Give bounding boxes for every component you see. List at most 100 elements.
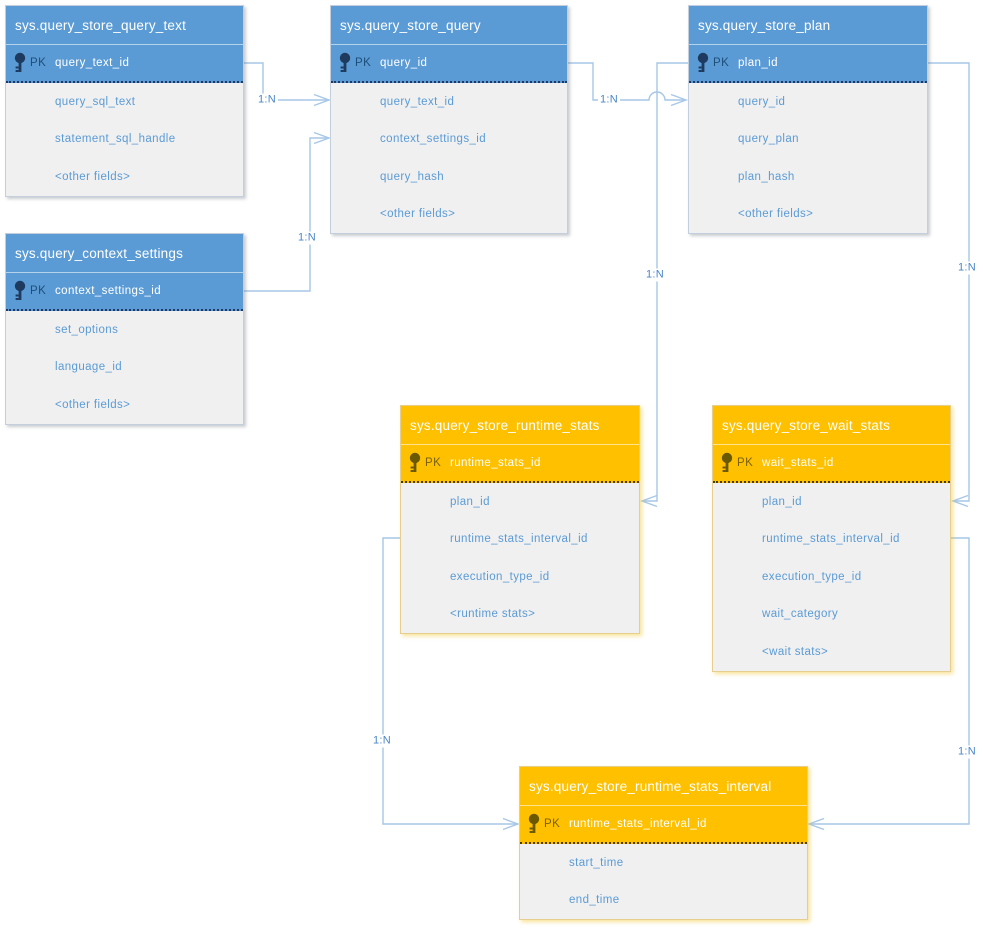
field-row: <other fields> [6, 386, 243, 424]
field-row: <other fields> [331, 196, 567, 234]
entity-query-store-query-text: sys.query_store_query_text PK query_text… [5, 5, 244, 197]
field-row: language_id [6, 349, 243, 387]
field-row: context_settings_id [331, 121, 567, 159]
connector-runtimestats-to-interval [382, 537, 521, 831]
field-row: query_hash [331, 158, 567, 196]
relationship-cardinality-label: 1:N [643, 268, 667, 282]
field-name: query_sql_text [55, 95, 136, 108]
pk-badge: PK [30, 57, 47, 69]
field-name: plan_id [762, 495, 802, 508]
entity-title: sys.query_store_wait_stats [713, 406, 950, 445]
field-name: plan_hash [738, 170, 795, 183]
primary-key-row: PK query_text_id [6, 45, 243, 83]
primary-key-icon [696, 51, 711, 75]
field-row: wait_category [713, 596, 950, 634]
primary-key-row: PK context_settings_id [6, 273, 243, 311]
relationship-cardinality-label: 1:N [255, 93, 279, 107]
pk-field-name: query_id [380, 57, 428, 69]
relationship-cardinality-label: 1:N [370, 734, 394, 748]
primary-key-row: PK plan_id [689, 45, 927, 83]
pk-field-name: runtime_stats_id [450, 457, 541, 469]
field-name: wait_category [762, 608, 839, 621]
field-name: start_time [569, 856, 624, 869]
field-row: query_id [689, 83, 927, 121]
field-name: <runtime stats> [450, 608, 536, 621]
field-row: runtime_stats_interval_id [713, 521, 950, 559]
field-name: <other fields> [380, 208, 456, 221]
field-row: query_text_id [331, 83, 567, 121]
field-name: <other fields> [55, 398, 131, 411]
field-row: set_options [6, 311, 243, 349]
primary-key-icon [13, 51, 28, 75]
field-name: end_time [569, 894, 620, 907]
primary-key-icon [527, 812, 542, 836]
entity-title: sys.query_context_settings [6, 234, 243, 273]
primary-key-row: PK runtime_stats_interval_id [520, 806, 807, 844]
connector-plan-to-runtimestats [639, 62, 688, 508]
entity-title-text: sys.query_store_runtime_stats_interval [529, 778, 772, 794]
entity-query-store-runtime-stats: sys.query_store_runtime_stats PK runtime… [400, 405, 640, 634]
field-row: end_time [520, 882, 807, 920]
field-name: <other fields> [55, 170, 131, 183]
field-row: query_sql_text [6, 83, 243, 121]
entity-title-text: sys.query_store_query [340, 17, 481, 33]
field-name: set_options [55, 323, 119, 336]
pk-badge: PK [355, 57, 372, 69]
field-row: plan_hash [689, 158, 927, 196]
field-name: language_id [55, 361, 123, 374]
pk-field-name: wait_stats_id [762, 457, 834, 469]
pk-badge: PK [30, 285, 47, 297]
relationship-cardinality-label: 1:N [295, 231, 319, 245]
pk-badge: PK [544, 818, 561, 830]
entity-title: sys.query_store_plan [689, 6, 927, 45]
field-name: <other fields> [738, 208, 814, 221]
field-name: runtime_stats_interval_id [762, 533, 900, 546]
connector-contextsettings-to-query [244, 131, 332, 292]
entity-title: sys.query_store_runtime_stats [401, 406, 639, 445]
field-row: <other fields> [6, 158, 243, 196]
field-row: <other fields> [689, 196, 927, 234]
field-row: execution_type_id [713, 558, 950, 596]
entity-query-store-plan: sys.query_store_plan PK plan_id query_id… [688, 5, 928, 234]
entity-title-text: sys.query_store_plan [698, 17, 831, 33]
field-row: plan_id [401, 483, 639, 521]
connector-query-to-plan [568, 62, 689, 107]
field-name: query_text_id [380, 95, 455, 108]
entity-title-text: sys.query_store_query_text [15, 17, 187, 33]
primary-key-row: PK wait_stats_id [713, 445, 950, 483]
pk-field-name: runtime_stats_interval_id [569, 818, 707, 830]
connector-querytext-to-query [244, 62, 332, 107]
entity-title-text: sys.query_context_settings [15, 245, 184, 261]
field-row: runtime_stats_interval_id [401, 521, 639, 559]
field-name: runtime_stats_interval_id [450, 533, 588, 546]
field-row: <wait stats> [713, 633, 950, 671]
relationship-cardinality-label: 1:N [597, 93, 621, 107]
pk-badge: PK [713, 57, 730, 69]
field-name: <wait stats> [762, 645, 829, 658]
entity-title: sys.query_store_query_text [6, 6, 243, 45]
entity-query-context-settings: sys.query_context_settings PK context_se… [5, 233, 244, 425]
primary-key-icon [408, 451, 423, 475]
field-row: execution_type_id [401, 558, 639, 596]
relationship-cardinality-label: 1:N [955, 261, 979, 275]
pk-field-name: context_settings_id [55, 285, 162, 297]
entity-query-store-wait-stats: sys.query_store_wait_stats PK wait_stats… [712, 405, 951, 672]
connector-waitstats-to-interval [806, 537, 970, 831]
field-name: context_settings_id [380, 133, 487, 146]
entity-title-text: sys.query_store_runtime_stats [410, 417, 600, 433]
connector-plan-to-waitstats [928, 62, 970, 508]
pk-field-name: query_text_id [55, 57, 130, 69]
entity-query-store-query: sys.query_store_query PK query_id query_… [330, 5, 568, 234]
primary-key-row: PK query_id [331, 45, 567, 83]
entity-title: sys.query_store_query [331, 6, 567, 45]
pk-badge: PK [425, 457, 442, 469]
pk-field-name: plan_id [738, 57, 778, 69]
primary-key-icon [13, 279, 28, 303]
field-name: plan_id [450, 495, 490, 508]
field-name: statement_sql_handle [55, 133, 176, 146]
field-name: execution_type_id [762, 570, 862, 583]
field-name: query_id [738, 95, 786, 108]
entity-title-text: sys.query_store_wait_stats [722, 417, 891, 433]
relationship-cardinality-label: 1:N [955, 745, 979, 759]
